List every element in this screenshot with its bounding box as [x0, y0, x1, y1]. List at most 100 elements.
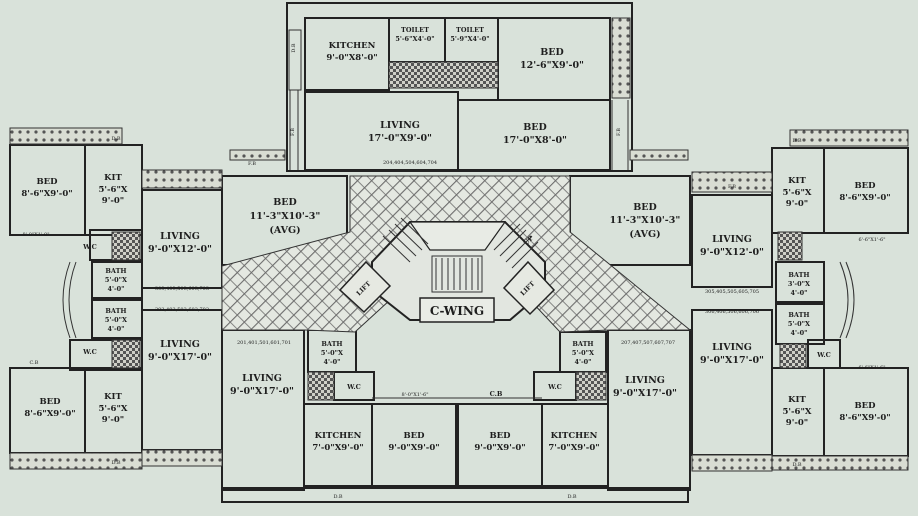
- tiled-lobby: [221, 175, 692, 333]
- top-kitchen-label: KITCHEN: [329, 41, 376, 51]
- center-left-bath-label: BATH: [321, 340, 342, 348]
- left-kit2-dim1: 5'-6"X: [99, 404, 128, 414]
- right-living1-dim: 9'-0"X12'-0": [700, 247, 764, 258]
- top-toilet-a-label: TOILET: [401, 26, 429, 34]
- right-living2-dim: 9'-0"X17'-0": [700, 355, 764, 366]
- top-bed-mid-label: BED: [523, 122, 547, 133]
- left-living1-nos: 303,403,503,603,703: [155, 286, 209, 292]
- right-kit1-dim2: 9'-0": [786, 199, 808, 209]
- upper-left-bed-label: BED: [273, 197, 297, 208]
- right-bed1-label: BED: [854, 181, 876, 191]
- left-fb-label: F.B: [248, 161, 256, 167]
- right-wc-label: W.C: [816, 351, 831, 359]
- left-living2-label: LIVING: [160, 339, 200, 350]
- upper-right-bed-dim: 11'-3"X10'-3": [610, 215, 681, 226]
- wing-label: C-WING: [430, 304, 484, 318]
- left-cb-label: C.B: [30, 360, 39, 366]
- right-bath1-dim2: 4'-0": [790, 289, 807, 297]
- top-bed-mid-dim: 17'-0"X8'-0": [503, 135, 567, 146]
- left-wc2-label: W.C: [82, 348, 97, 356]
- center-right-bath-dim1: 5'-0"X: [572, 349, 595, 357]
- left-kit2-dim2: 9'-0": [102, 415, 124, 425]
- center-db-right: D.B: [567, 494, 576, 500]
- center-right-bath-label: BATH: [572, 340, 593, 348]
- right-living1-label: LIVING: [712, 234, 752, 245]
- right-bath2-dim1: 5'-0"X: [788, 320, 811, 328]
- upper-left-bed-dim: 11'-3"X10'-3": [250, 211, 321, 222]
- left-bed2-label: BED: [39, 397, 61, 407]
- right-kit2-label: KIT: [788, 395, 806, 405]
- center-right-living-label: LIVING: [625, 375, 665, 386]
- fb-left-label: F.B: [290, 128, 296, 136]
- center-right-bed-label: BED: [489, 431, 511, 441]
- center-left-kitchen-dim: 7'-0"X9'-0": [312, 443, 363, 453]
- right-bed1-dim: 8'-6"X9'-0": [839, 193, 890, 203]
- top-kitchen-dim: 9'-0"X8'-0": [326, 53, 377, 63]
- center-left-bed-label: BED: [403, 431, 425, 441]
- center-left-living-label: LIVING: [242, 373, 282, 384]
- left-kit1-dim2: 9'-0": [102, 196, 124, 206]
- left-bath2-dim2: 4'-0": [107, 325, 124, 333]
- center-right-bed-dim: 9'-0"X9'-0": [474, 443, 525, 453]
- left-bed2-dim: 8'-6"X9'-0": [24, 409, 75, 419]
- center-right-wc-label: W.C: [547, 383, 562, 391]
- right-db2-label: D.B: [792, 462, 801, 468]
- center-db-left: D.B: [333, 494, 342, 500]
- top-living-label: LIVING: [380, 120, 420, 131]
- top-toilet-b-label: TOILET: [456, 26, 484, 34]
- labels-right-wing: KIT 5'-6"X 9'-0" BED 8'-6"X9'-0" 6'-6"X1…: [700, 138, 891, 468]
- upper-right-bed-label: BED: [633, 202, 657, 213]
- center-left-living-nos: 201,401,501,601,701: [237, 340, 291, 346]
- top-bed-right-dim: 12'-6"X9'-0": [520, 60, 584, 71]
- left-bath1-dim2: 4'-0": [107, 285, 124, 293]
- left-db1-label: D.B: [111, 136, 120, 142]
- center-cb-label: C.B: [490, 390, 503, 398]
- center-right-kitchen-dim: 7'-0"X9'-0": [548, 443, 599, 453]
- right-fb-label: F.B: [728, 184, 736, 190]
- right-living1-nos: 305,405,505,605,705: [705, 289, 759, 295]
- wall-patterns: [9, 17, 909, 472]
- right-bath2-dim2: 4'-0": [790, 329, 807, 337]
- left-bath1-label: BATH: [105, 267, 126, 275]
- stair-treads: [382, 217, 539, 293]
- upper-right-bed-avg: (AVG): [629, 229, 660, 240]
- top-unit-numbers: 204,404,504,604,704: [383, 160, 437, 166]
- center-left-bath-dim1: 5'-0"X: [321, 349, 344, 357]
- right-kit1-dim1: 5'-6"X: [783, 188, 812, 198]
- labels-center: C-WING LIFT LIFT UP LIVING 9'-0"X17'-0" …: [230, 234, 677, 500]
- right-bath1-dim1: 3'-0"X: [788, 280, 811, 288]
- left-bath1-dim1: 5'-0"X: [105, 276, 128, 284]
- left-passage1-dim: 8'-0"X1'-0": [22, 232, 49, 238]
- labels-left-wing: BED 8'-6"X9'-0" KIT 5'-6"X 9'-0" 8'-0"X1…: [21, 136, 256, 466]
- center-right-living-nos: 207,407,507,607,707: [621, 340, 675, 346]
- top-living-dim: 17'-0"X9'-0": [368, 133, 432, 144]
- center-left-kitchen-label: KITCHEN: [315, 431, 362, 441]
- center-left-living-dim: 9'-0"X17'-0": [230, 386, 294, 397]
- left-bed1-dim: 8'-6"X9'-0": [21, 189, 72, 199]
- right-kit1-label: KIT: [788, 176, 806, 186]
- left-living2-nos: 302,402,502,602,702: [155, 307, 209, 313]
- right-bath2-label: BATH: [788, 311, 809, 319]
- left-wc1-label: W.C: [82, 243, 97, 251]
- db-top-label: D.B: [291, 43, 297, 52]
- upper-left-bed-avg: (AVG): [269, 225, 300, 236]
- center-passage-dim: 8'-0"X1'-6": [401, 392, 428, 398]
- left-bed1-label: BED: [36, 177, 58, 187]
- right-bath1-label: BATH: [788, 271, 809, 279]
- center-right-living-dim: 9'-0"X17'-0": [613, 388, 677, 399]
- left-living1-label: LIVING: [160, 231, 200, 242]
- left-bath2-label: BATH: [105, 307, 126, 315]
- fb-right-label: F.B: [616, 128, 622, 136]
- right-living2-nos: 306,406,506,606,706: [705, 309, 759, 315]
- right-kit2-dim1: 5'-6"X: [783, 407, 812, 417]
- left-living2-dim: 9'-0"X17'-0": [148, 352, 212, 363]
- right-kit2-dim2: 9'-0": [786, 418, 808, 428]
- center-right-bath-dim2: 4'-0": [574, 358, 591, 366]
- top-toilet-b-dim: 5'-9"X4'-0": [450, 35, 489, 43]
- center-left-wc-label: W.C: [346, 383, 361, 391]
- center-left-bath-dim2: 4'-0": [323, 358, 340, 366]
- top-toilet-a-dim: 5'-6"X4'-0": [395, 35, 434, 43]
- left-kit1-label: KIT: [104, 173, 122, 183]
- left-kit1-dim1: 5'-6"X: [99, 185, 128, 195]
